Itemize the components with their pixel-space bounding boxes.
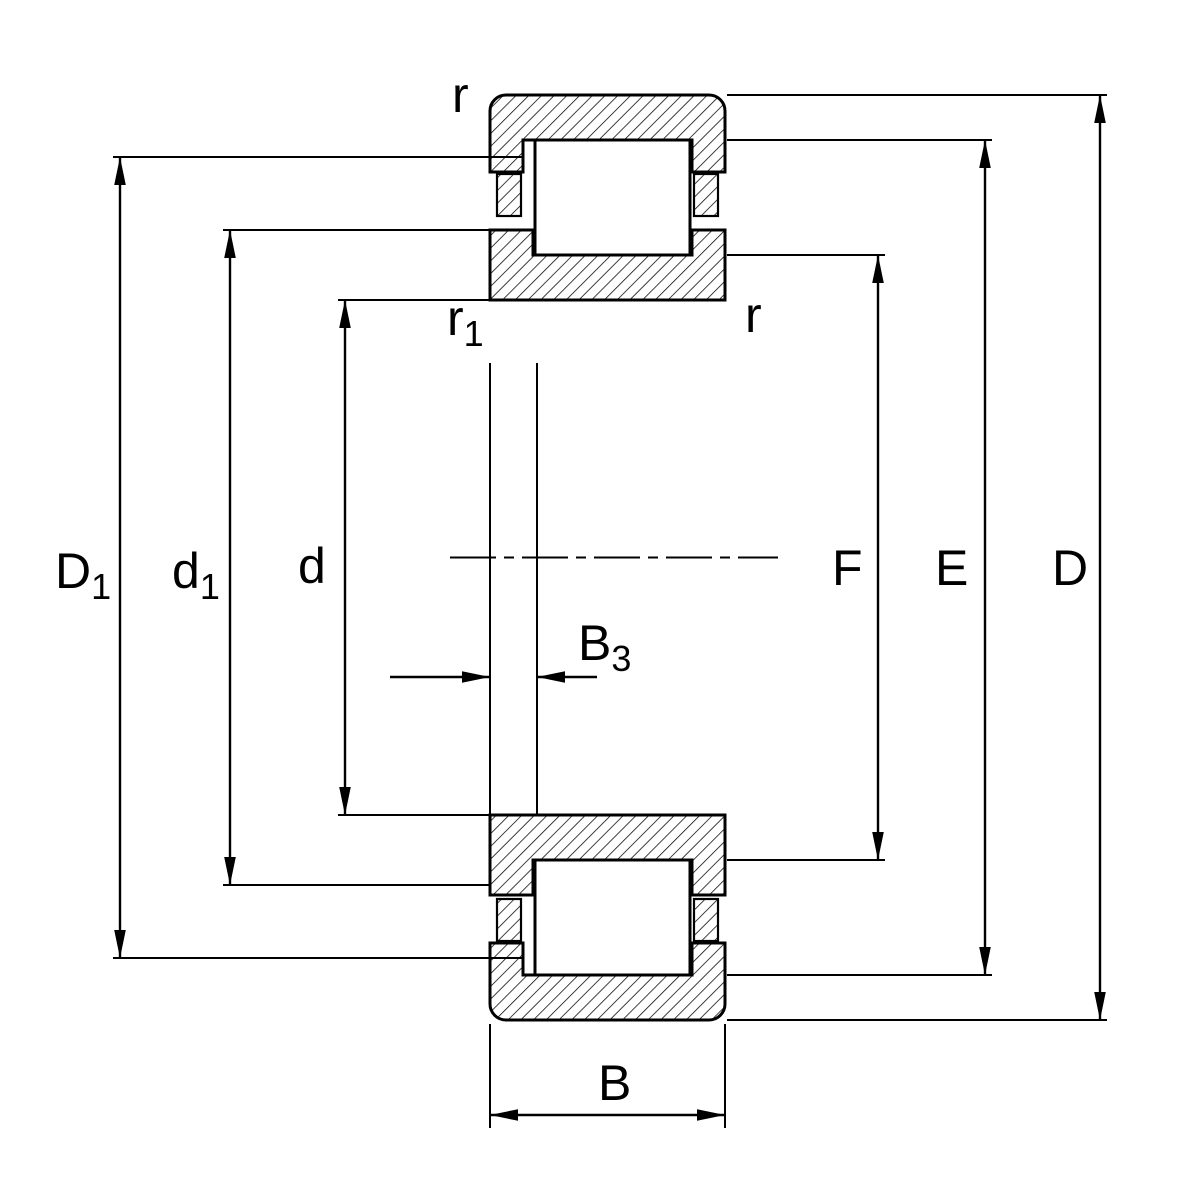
cage-bottom-left	[495, 897, 523, 943]
bearing-top-section	[488, 93, 727, 302]
label-B3: B3	[578, 615, 631, 679]
cage-bottom-right	[692, 897, 720, 943]
cage-top-right	[692, 172, 720, 218]
label-r1: r1	[447, 290, 484, 354]
label-d: d	[298, 538, 326, 594]
label-r-right: r	[745, 287, 762, 343]
label-r-top: r	[452, 67, 469, 123]
inner-ring-top	[488, 228, 727, 302]
outer-ring-bottom	[488, 941, 727, 1022]
extension-lines	[113, 94, 1107, 1128]
dimension-labels: r r1 r D1 d1 d B3 F E D B	[55, 67, 1088, 1111]
roller-bottom	[533, 858, 692, 977]
label-D: D	[1052, 540, 1088, 596]
inner-ring-bottom	[488, 813, 727, 897]
cage-top-left	[495, 172, 523, 218]
dimension-lines	[114, 95, 1106, 1121]
outer-ring-top	[488, 93, 727, 174]
label-E: E	[935, 540, 968, 596]
bearing-bottom-section	[488, 813, 727, 1022]
roller-top	[533, 138, 692, 257]
label-d1: d1	[172, 543, 220, 607]
label-B: B	[598, 1055, 631, 1111]
label-D1: D1	[55, 543, 111, 607]
label-F: F	[832, 540, 863, 596]
